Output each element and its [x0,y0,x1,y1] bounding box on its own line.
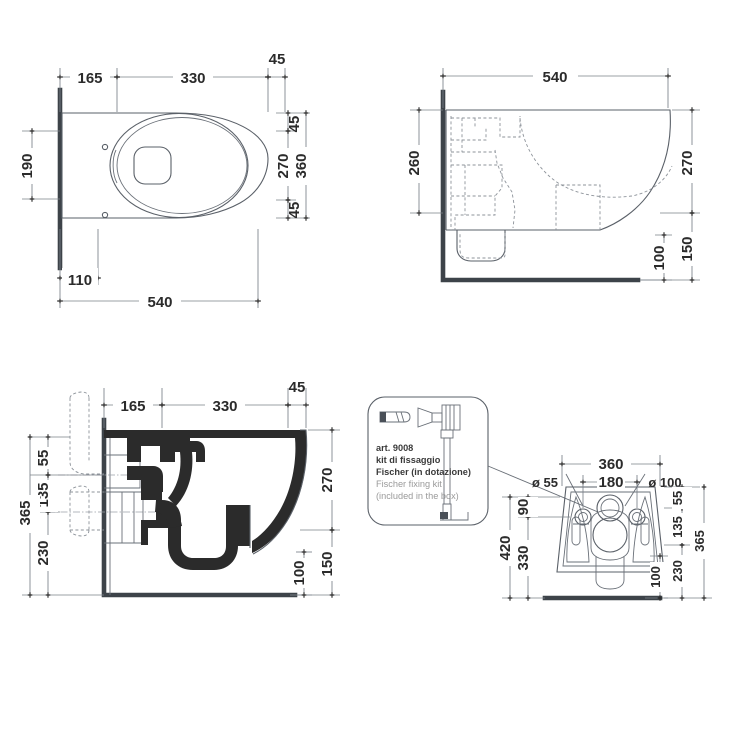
plate-slot-right [640,516,650,546]
dim-100-side: 100 [651,245,668,270]
plate-bolt-right-inner [632,512,642,522]
dim-365-plate: 365 [692,530,707,552]
dim-plan-right: 45 270 45 360 [275,110,315,221]
dim-420-plate: 420 [497,535,514,560]
seat-ring-inner-plan [112,149,118,184]
dim-plate-left: 420 330 90 [497,494,570,601]
view-plan: 165 330 45 190 45 270 45 [19,51,315,311]
dim-230-plate: 230 [670,560,685,582]
dim-45-section: 45 [289,379,306,396]
seat-ring-plan [109,112,249,219]
dim-plan-190: 190 [19,128,60,202]
dim-plan-540: 540 [57,229,261,311]
dim-135-plate: 135 [670,516,685,538]
dim-90-plate: 90 [515,499,532,516]
fixing-hole-lower-plan [101,211,109,219]
dim-110-plan: 110 [68,272,92,289]
plate-bolt-right-outer [628,508,646,526]
view-side-outline: 540 260 270 150 100 [406,65,702,283]
plate-inlet-outer [596,494,624,522]
kit-label-en-1: Fischer fixing kit [376,479,442,489]
flush-opening-plan [133,146,172,185]
dim-side-right: 270 150 100 [640,107,702,283]
dim-360-plan: 360 [293,153,310,178]
dim-plate-right: 55 135 230 365 100 [645,484,714,601]
dim-270-plan: 270 [275,153,292,178]
leader-dia100 [624,473,646,507]
plate-left-wing [566,495,590,563]
dim-360-plate: 360 [598,456,623,473]
dim-150-side: 150 [679,236,696,261]
kit-label-en-2: (included in the box) [376,491,459,501]
internal-hidden-detail-side [450,116,673,259]
bowl-inner-ring-plan [116,117,248,214]
outlet-bulge-side [456,230,506,262]
view-fixing-kit: art. 9008 kit di fissaggio Fischer (in d… [367,396,714,601]
dim-section-left: 55 135 230 365 [17,434,104,598]
dim-270-section: 270 [319,467,336,492]
fixing-bolt-icon [417,404,469,521]
dim-plate-180: 180 [580,471,640,508]
bowl-profile-side [446,109,671,231]
plate-bolt-left-outer [574,508,592,526]
wall-floor-line-side [440,89,641,283]
dim-260-side: 260 [406,150,423,175]
dim-230-section: 230 [35,540,52,565]
leader-line-to-plate [487,465,599,513]
dim-45-plan-top: 45 [269,51,286,68]
plate-body-shroud [590,509,630,561]
dim-plan-top: 165 330 45 [57,51,288,112]
hidden-pipework-section [69,391,104,537]
dim-plan-110: 110 [57,229,101,289]
dim-section-top: 165 330 45 [101,379,309,428]
plate-bolt-left-inner [578,512,588,522]
dim-dia55-plate: ø 55 [532,475,558,490]
anchor-sleeve-icon [379,411,411,423]
kit-art-number: art. 9008 [376,443,413,453]
dim-plate-360: 360 [559,453,663,486]
leader-dia55 [565,473,584,507]
dim-45-plan-lower: 45 [286,202,303,219]
dim-540-side: 540 [542,69,567,86]
dim-100-plate: 100 [648,566,663,588]
dim-330-plan: 330 [180,70,205,87]
dim-dia100-plate: ø 100 [648,475,681,490]
plate-outlet-100 [592,517,628,553]
dim-55-plate: 55 [670,491,685,505]
bowl-outline-plan [61,112,269,219]
section-body [104,430,307,570]
dim-270-side: 270 [679,150,696,175]
dim-180-plate: 180 [598,474,623,491]
fixing-kit-box [367,396,489,526]
dim-section-right: 270 150 100 [290,427,342,598]
dim-190-plan: 190 [19,153,36,178]
dim-side-540: 540 [440,65,671,108]
plate-spigot [595,556,625,590]
plate-inlet-inner [600,498,620,518]
dim-55-section: 55 [35,450,52,467]
dim-165-plan: 165 [77,70,102,87]
view-section: 165 330 45 55 135 230 365 [17,379,342,598]
plate-outline [556,486,665,573]
dim-150-section: 150 [319,551,336,576]
dim-365-section: 365 [17,500,34,525]
plate-right-wing [632,495,655,563]
kit-label-it-1: kit di fissaggio [376,455,441,465]
dim-540-plan: 540 [147,294,172,311]
kit-label-it-2: Fischer (in dotazione) [376,467,471,477]
dim-100-section: 100 [291,560,308,585]
bowl-shell-outline-section [252,429,308,555]
dim-165-section: 165 [120,398,145,415]
dim-330-section: 330 [212,398,237,415]
fixing-hole-upper-plan [101,143,109,151]
dim-330-plate: 330 [515,545,532,570]
plate-slot-left [571,516,581,546]
dim-side-260: 260 [406,107,443,216]
dim-45-plan-upper: 45 [286,116,303,133]
